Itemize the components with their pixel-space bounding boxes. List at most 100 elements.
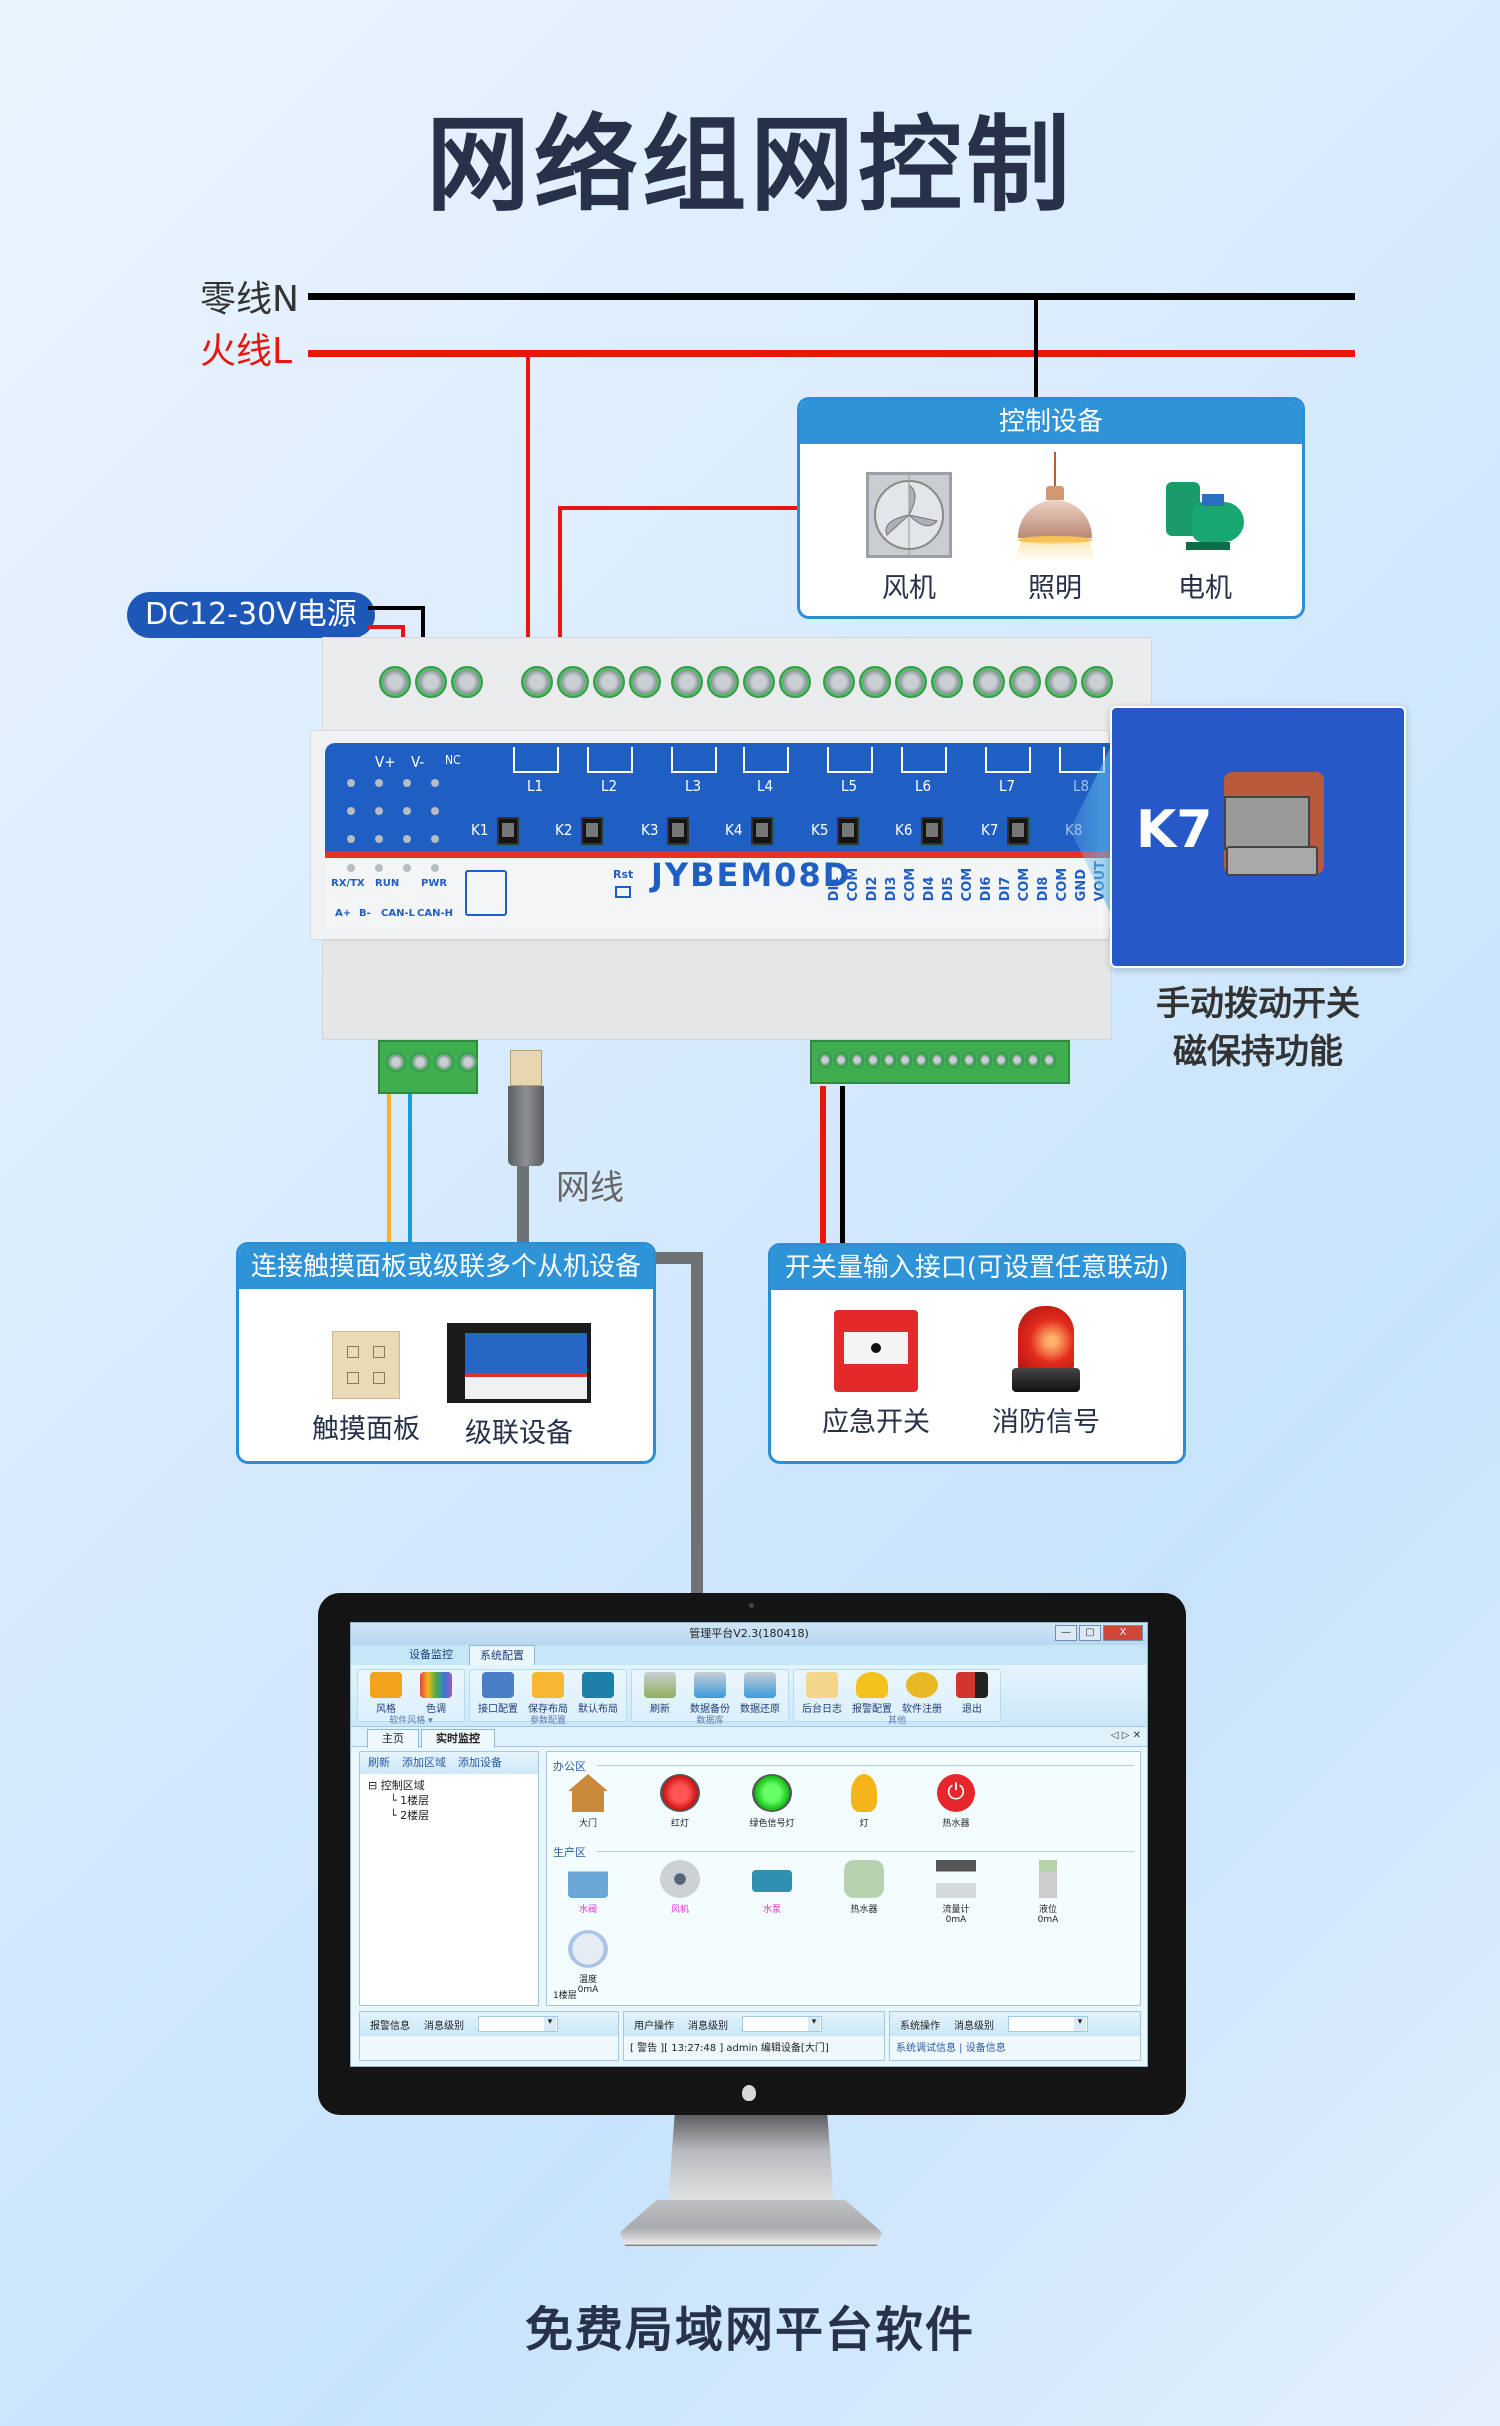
reset-button[interactable]: [615, 886, 631, 898]
database-download-icon: [744, 1672, 776, 1698]
alarm-config-button[interactable]: 报警配置: [850, 1672, 894, 1715]
data-restore-button[interactable]: 数据还原: [738, 1672, 782, 1715]
slave-devices-title: 连接触摸面板或级联多个从机设备: [239, 1245, 653, 1289]
bus-wire-yellow: [387, 1094, 391, 1244]
device-water-pump[interactable]: 水泵: [737, 1860, 807, 1915]
tab-device-monitor[interactable]: 设备监控: [409, 1648, 453, 1661]
tree-node-floor1[interactable]: └ 1楼层: [390, 1794, 430, 1807]
camera-icon: [370, 1672, 402, 1698]
valve-icon: [568, 1860, 608, 1898]
data-backup-button[interactable]: 数据备份: [688, 1672, 732, 1715]
power-positive-wire-h: [368, 625, 404, 629]
led-label-rxtx: RX/TX: [331, 878, 365, 889]
manual-switch-k3[interactable]: [667, 817, 689, 845]
device-water-valve[interactable]: 水阀: [553, 1860, 623, 1915]
device-water-heater-2[interactable]: 热水器: [829, 1860, 899, 1915]
backend-log-button[interactable]: 后台日志: [800, 1672, 844, 1715]
k7-label: K7: [1136, 800, 1213, 860]
device-model-label: JYBEM08D: [651, 856, 852, 894]
tab-system-debug-info[interactable]: 系统调试信息: [896, 2043, 956, 2054]
manual-switch-k4[interactable]: [751, 817, 773, 845]
lighting-label: 照明: [1028, 573, 1082, 604]
save-layout-button[interactable]: 保存布局: [526, 1672, 570, 1715]
fire-signal-item: 消防信号: [981, 1306, 1111, 1439]
vplus-label: V+: [375, 753, 396, 771]
device-main-gate[interactable]: 大门: [553, 1774, 623, 1829]
floppy-disk-icon: [532, 1672, 564, 1698]
style-button[interactable]: 风格: [364, 1672, 408, 1715]
doc-tab-home[interactable]: 主页: [367, 1729, 419, 1748]
refresh-button[interactable]: 刷新: [638, 1672, 682, 1715]
software-window: 管理平台V2.3(180418) — ▢ X 设备监控 系统配置 风格 色调 软…: [350, 1622, 1148, 2067]
motor-item: 电机: [1140, 472, 1270, 605]
footer-title: 免费局域网平台软件: [524, 2302, 975, 2358]
bus-label-canl: CAN-L: [381, 908, 415, 919]
manual-switch-k7[interactable]: [1007, 817, 1029, 845]
area-tree: ⊟ 控制区域 └ 1楼层 └ 2楼层: [360, 1774, 538, 1827]
add-device-button[interactable]: 添加设备: [458, 1756, 502, 1769]
slave-devices-card: 连接触摸面板或级联多个从机设备 触摸面板 级联设备: [236, 1242, 656, 1464]
close-button[interactable]: X: [1103, 1625, 1143, 1641]
tab-device-info[interactable]: 设备信息: [965, 2043, 1006, 2054]
interface-config-button[interactable]: 接口配置: [476, 1672, 520, 1715]
monitor-stand-neck: [668, 2115, 834, 2205]
tree-node-floor2[interactable]: └ 2楼层: [390, 1809, 430, 1822]
doc-tab-nav[interactable]: ◁ ▷ ✕: [1110, 1730, 1141, 1741]
user-ops-level-select[interactable]: [742, 2016, 822, 2032]
live-wire: [308, 350, 1355, 357]
folder-icon: [582, 1672, 614, 1698]
ribbon-group-database: 刷新 数据备份 数据还原 数据库: [631, 1669, 789, 1726]
ribbon-group-params-name: 参数配置: [529, 1716, 566, 1726]
doc-tab-realtime-monitor[interactable]: 实时监控: [421, 1729, 495, 1748]
ribbon-toolbar: 风格 色调 软件风格 ▾ 接口配置 保存布局 默认布局 参数配置 刷新 数据备份…: [351, 1665, 1147, 1727]
vminus-label: V-: [411, 753, 425, 771]
level-sensor-icon: [1039, 1860, 1057, 1898]
software-register-button[interactable]: 软件注册: [900, 1672, 944, 1715]
bell-icon: [856, 1672, 888, 1698]
color-tone-button[interactable]: 色调: [414, 1672, 458, 1715]
exit-button[interactable]: 退出: [950, 1672, 994, 1715]
manual-switch-k1[interactable]: [497, 817, 519, 845]
tab-system-config[interactable]: 系统配置: [469, 1645, 535, 1665]
panel-lower-section: RX/TX RUN PWR A+ B- CAN-L CAN-H Rst JYBE…: [325, 856, 1110, 929]
manual-switch-k6[interactable]: [921, 817, 943, 845]
tree-refresh-button[interactable]: 刷新: [368, 1756, 390, 1769]
minimize-button[interactable]: —: [1055, 1625, 1077, 1641]
alarm-info-body: [360, 2036, 618, 2042]
device-water-heater-1[interactable]: ⏻热水器: [921, 1774, 991, 1829]
live-drop-wire-2: [558, 506, 562, 666]
device-blower[interactable]: 风机: [645, 1860, 715, 1915]
led-label-pwr: PWR: [421, 878, 448, 889]
add-area-button[interactable]: 添加区域: [402, 1756, 446, 1769]
green-light-icon: [752, 1774, 792, 1812]
device-green-signal[interactable]: 绿色信号灯: [737, 1774, 807, 1829]
apple-logo-icon: [742, 2085, 756, 2101]
led-label-run: RUN: [375, 878, 400, 889]
switch-label-k4: K4: [725, 821, 743, 839]
alarm-level-select[interactable]: [478, 2016, 558, 2032]
tree-root[interactable]: ⊟ 控制区域: [368, 1779, 425, 1792]
switch-label-k2: K2: [555, 821, 573, 839]
manual-switch-k2[interactable]: [581, 817, 603, 845]
manual-switch-k5[interactable]: [837, 817, 859, 845]
system-ops-level-select[interactable]: [1008, 2016, 1088, 2032]
maximize-button[interactable]: ▢: [1079, 1625, 1101, 1641]
emergency-switch-label: 应急开关: [822, 1407, 930, 1438]
ethernet-port[interactable]: [465, 870, 507, 916]
touch-panel-icon: [332, 1331, 400, 1399]
cascade-device-label: 级联设备: [465, 1418, 573, 1449]
relay-label-l6: L6: [915, 777, 932, 795]
digital-inputs-title: 开关量输入接口(可设置任意联动): [771, 1246, 1183, 1290]
controlled-devices-title: 控制设备: [800, 400, 1302, 444]
switch-label-k5: K5: [811, 821, 829, 839]
device-red-light[interactable]: 红灯: [645, 1774, 715, 1829]
bus-label-canh: CAN-H: [417, 908, 453, 919]
ribbon-group-style-name[interactable]: 软件风格 ▾: [389, 1716, 433, 1726]
device-lamp[interactable]: 灯: [829, 1774, 899, 1829]
default-layout-button[interactable]: 默认布局: [576, 1672, 620, 1715]
